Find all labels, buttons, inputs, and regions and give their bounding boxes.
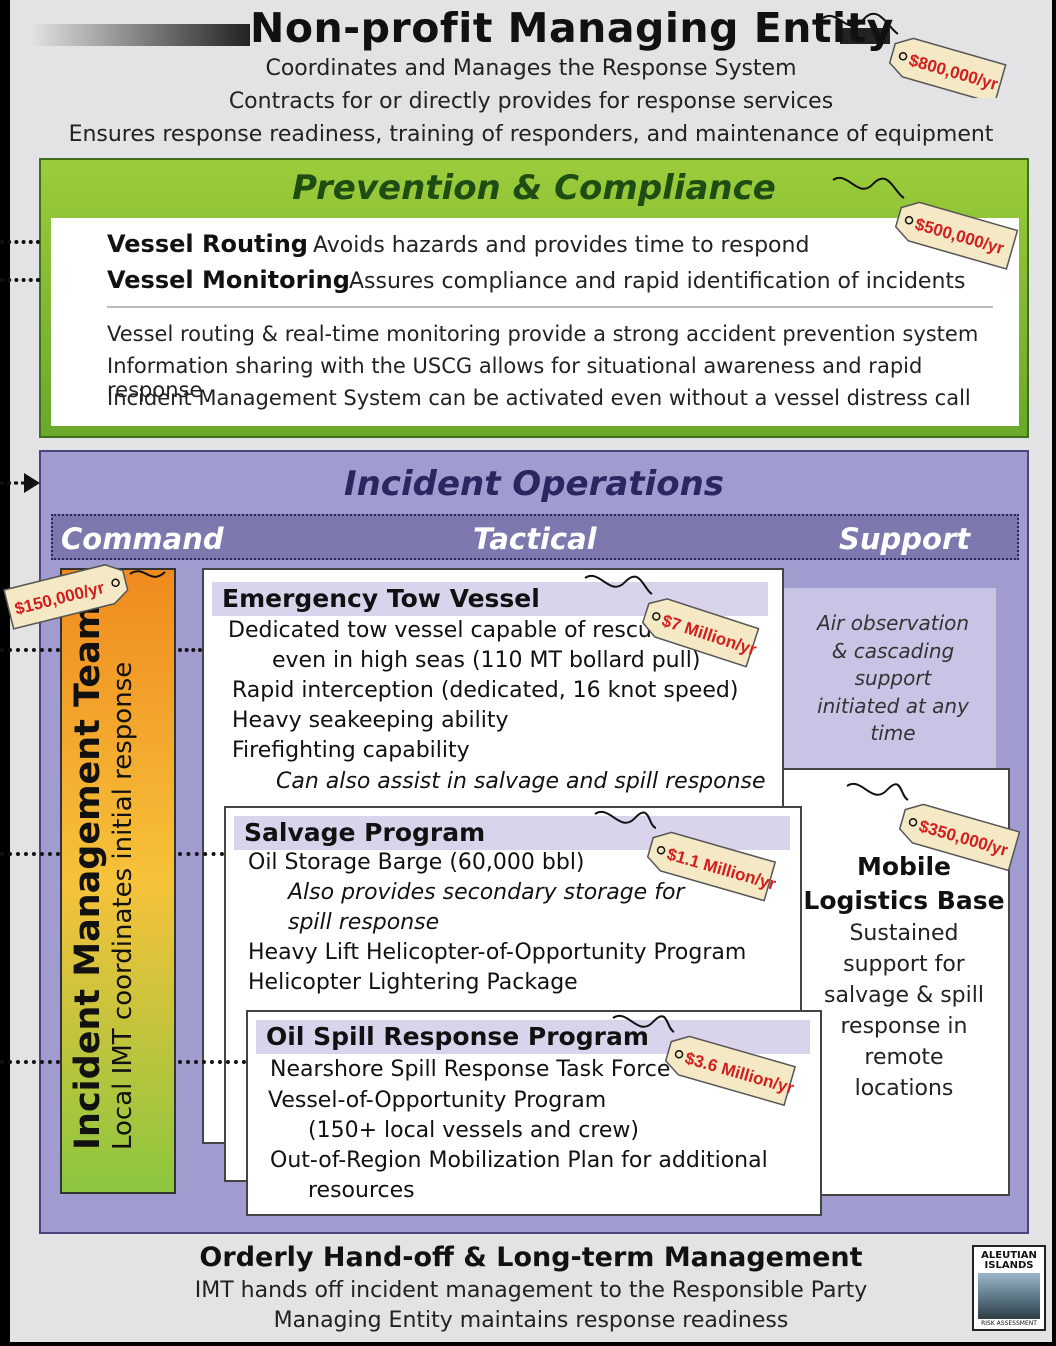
spill-line: Vessel-of-Opportunity Program <box>268 1088 607 1113</box>
vessel-routing-desc: Avoids hazards and provides time to resp… <box>313 233 810 258</box>
price-tag-imt: $150,000/yr <box>3 564 166 630</box>
tow-line: Can also assist in salvage and spill res… <box>276 769 766 794</box>
vessel-monitoring-label: Vessel Monitoring <box>107 266 350 294</box>
prevention-note: Vessel routing & real-time monitoring pr… <box>107 322 979 346</box>
mobile-logistics-base-title: Mobile Logistics Base <box>803 852 1005 915</box>
salvage-program-title: Salvage Program <box>234 816 790 850</box>
dotted-connector <box>0 278 40 282</box>
header-line: Coordinates and Manages the Response Sys… <box>265 56 797 81</box>
spill-line: Nearshore Spill Response Task Force <box>270 1057 671 1082</box>
tow-line: Rapid interception (dedicated, 16 knot s… <box>232 678 739 703</box>
dotted-connector <box>0 240 40 244</box>
price-tag-managing-entity: $800,000/yr <box>822 12 1007 98</box>
dotted-connector <box>178 1060 246 1064</box>
dotted-connector <box>178 852 224 856</box>
dotted-connector <box>0 648 60 652</box>
price-tag-logistics-base: $350,000/yr <box>846 783 1021 872</box>
page-title: Non-profit Managing Entity <box>250 4 894 52</box>
price-tag-salvage: $1.1 Million/yr <box>594 811 778 902</box>
tow-line: even in high seas (110 MT bollard pull) <box>272 648 701 673</box>
tow-line: Firefighting capability <box>232 738 470 763</box>
prevention-compliance-box: Prevention & Compliance Vessel Routing A… <box>39 158 1029 438</box>
vessel-monitoring-desc: Assures compliance and rapid identificat… <box>349 269 966 294</box>
air-observation-text: Air observation & cascading support init… <box>816 611 970 745</box>
dotted-connector <box>0 852 60 856</box>
prevention-note: Information sharing with the USCG allows… <box>107 354 923 402</box>
handoff-line: Managing Entity maintains response readi… <box>273 1308 789 1333</box>
tow-line: Dedicated tow vessel capable of rescue <box>228 618 666 643</box>
salvage-line: Helicopter Lightering Package <box>248 970 578 995</box>
spill-line: (150+ local vessels and crew) <box>308 1118 639 1143</box>
salvage-line: Oil Storage Barge (60,000 bbl) <box>248 850 585 875</box>
prevention-note: Incident Management System can be activa… <box>107 386 971 410</box>
header-line: Contracts for or directly provides for r… <box>228 89 834 114</box>
spill-line: Out-of-Region Mobilization Plan for addi… <box>270 1148 768 1173</box>
price-tag-tow-vessel: $7 Million/yr <box>584 575 760 668</box>
salvage-line: Heavy Lift Helicopter-of-Opportunity Pro… <box>248 940 747 965</box>
imt-title: Incident Management Team <box>68 603 108 1150</box>
imt-subtitle: Local IMT coordinates initial response <box>108 661 138 1150</box>
mobile-logistics-base-text: Sustained support for salvage & spill re… <box>824 921 984 1101</box>
price-tag-oil-spill: $3.6 Million/yr <box>612 1015 796 1107</box>
divider <box>107 306 993 308</box>
column-tactical: Tactical <box>473 522 597 556</box>
handoff-line: IMT hands off incident management to the… <box>194 1278 868 1303</box>
operations-title: Incident Operations <box>343 464 725 504</box>
operations-column-header: Command Tactical Support <box>51 514 1019 560</box>
price-tag-prevention: $500,000/yr <box>832 177 1019 270</box>
prevention-content: Vessel Routing Avoids hazards and provid… <box>51 218 1019 426</box>
prevention-title: Prevention & Compliance <box>292 168 776 208</box>
incident-management-team-label: Incident Management Team Local IMT coord… <box>68 550 178 1150</box>
column-command: Command <box>61 522 224 556</box>
air-observation-box <box>782 588 996 768</box>
dotted-connector <box>0 1060 60 1064</box>
salvage-line: spill response <box>288 910 440 935</box>
tow-line: Heavy seakeeping ability <box>232 708 509 733</box>
oil-spill-response-title: Oil Spill Response Program <box>256 1020 810 1054</box>
header-line: Ensures response readiness, training of … <box>68 122 994 147</box>
title-accent-bar-right <box>840 28 890 44</box>
spill-line: resources <box>308 1178 415 1203</box>
dotted-connector <box>178 648 202 652</box>
vessel-routing-label: Vessel Routing <box>107 230 308 258</box>
aleutian-islands-logo: ALEUTIAN ISLANDS RISK ASSESSMENT <box>972 1245 1046 1331</box>
arrow-right-icon <box>0 473 40 493</box>
title-accent-bar-left <box>30 24 250 46</box>
salvage-line: Also provides secondary storage for <box>288 880 685 905</box>
handoff-title: Orderly Hand-off & Long-term Management <box>199 1242 863 1273</box>
incident-management-team-bar <box>60 568 176 1194</box>
column-support: Support <box>839 522 971 556</box>
